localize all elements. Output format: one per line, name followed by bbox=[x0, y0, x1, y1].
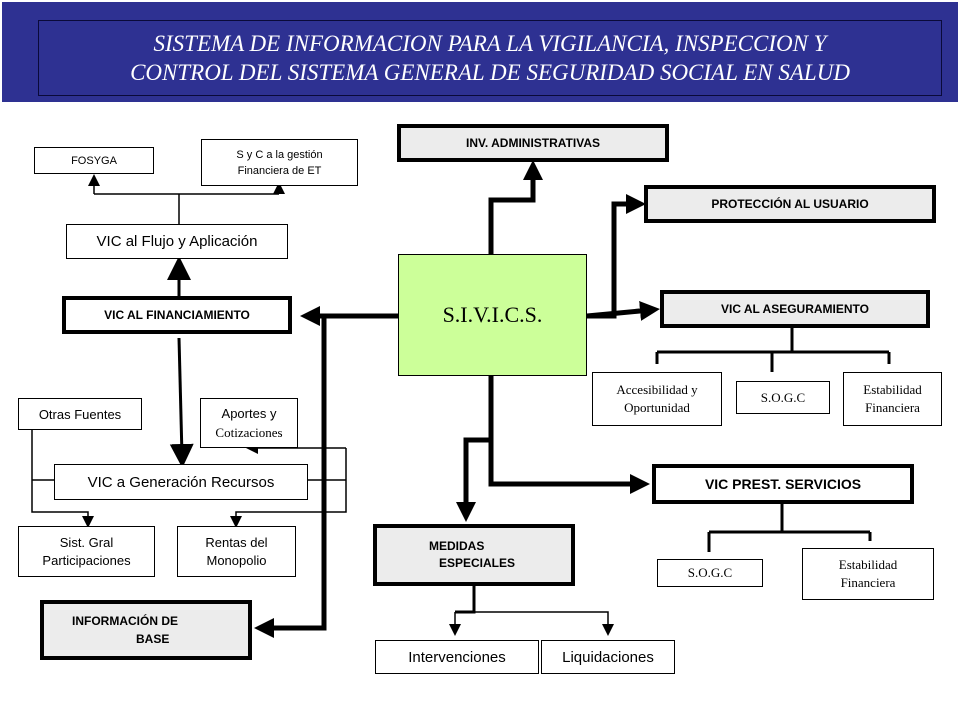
node-accesibilidad-line-2: Oportunidad bbox=[624, 400, 690, 415]
node-estabilidad-1-line-2: Financiera bbox=[865, 400, 920, 415]
node-accesibilidad-line-1: Accesibilidad y bbox=[616, 382, 698, 397]
node-sist-gral: Sist. Gral Participaciones bbox=[18, 526, 155, 577]
node-medidas-line-2: ESPECIALES bbox=[439, 556, 516, 570]
node-vic-generacion: VIC a Generación Recursos bbox=[54, 464, 308, 500]
node-info-base-line-2: BASE bbox=[136, 632, 170, 646]
line-prest-split bbox=[707, 504, 872, 552]
line-flujo-split bbox=[94, 193, 279, 224]
node-rentas: Rentas del Monopolio bbox=[177, 526, 296, 577]
node-vic-aseguramiento: VIC AL ASEGURAMIENTO bbox=[660, 290, 930, 328]
node-estabilidad-2-line-2: Financiera bbox=[840, 575, 896, 590]
node-vic-flujo: VIC al Flujo y Aplicación bbox=[66, 224, 288, 259]
node-otras-fuentes-label: Otras Fuentes bbox=[38, 406, 122, 422]
node-estabilidad-2: Estabilidad Financiera bbox=[802, 548, 934, 600]
line-to-prest bbox=[488, 376, 650, 494]
node-vic-flujo-label: VIC al Flujo y Aplicación bbox=[96, 233, 258, 250]
node-sist-gral-line-1: Sist. Gral bbox=[59, 534, 114, 550]
line-to-proteccion bbox=[587, 194, 646, 319]
node-inv-admin: INV. ADMINISTRATIVAS bbox=[397, 124, 669, 162]
node-otras-fuentes: Otras Fuentes bbox=[18, 398, 142, 430]
line-to-medidas bbox=[456, 437, 491, 522]
node-estabilidad-2-line-1: Estabilidad bbox=[838, 557, 898, 572]
node-vic-financiamiento: VIC AL FINANCIAMIENTO bbox=[62, 296, 292, 334]
title-banner: SISTEMA DE INFORMACION PARA LA VIGILANCI… bbox=[2, 2, 958, 102]
node-vic-prest-label: VIC PREST. SERVICIOS bbox=[704, 476, 862, 492]
node-aportes-line-2: Cotizaciones bbox=[215, 425, 283, 440]
node-fosyga-label: FOSYGA bbox=[71, 154, 117, 167]
line-to-inv-admin bbox=[488, 160, 543, 254]
center-sivics: S.I.V.I.C.S. bbox=[398, 254, 587, 376]
node-proteccion: PROTECCIÓN AL USUARIO bbox=[644, 185, 936, 223]
node-syc-line-2: Financiera de ET bbox=[237, 164, 322, 177]
node-sogc-1: S.O.G.C bbox=[736, 381, 830, 414]
node-vic-prest: VIC PREST. SERVICIOS bbox=[652, 464, 914, 504]
line-gen-otras bbox=[31, 430, 94, 528]
line-medidas-right bbox=[455, 611, 614, 636]
node-rentas-line-2: Monopolio bbox=[206, 552, 267, 568]
node-aportes-line-1: Aportes y bbox=[221, 406, 277, 421]
node-vic-aseguramiento-label: VIC AL ASEGURAMIENTO bbox=[720, 302, 869, 316]
node-medidas-line-1: MEDIDAS bbox=[429, 539, 485, 553]
node-liquidaciones: Liquidaciones bbox=[541, 640, 675, 674]
node-sogc-1-label: S.O.G.C bbox=[760, 389, 806, 405]
node-aportes: Aportes y Cotizaciones bbox=[200, 398, 298, 448]
node-rentas-line-1: Rentas del bbox=[205, 534, 268, 550]
line-aseg-split bbox=[655, 328, 891, 372]
node-info-base: INFORMACIÓN DE BASE bbox=[40, 600, 252, 660]
node-intervenciones: Intervenciones bbox=[375, 640, 539, 674]
node-fosyga: FOSYGA bbox=[34, 147, 154, 174]
center-label: S.I.V.I.C.S. bbox=[442, 302, 543, 327]
line-to-info-base bbox=[254, 313, 398, 638]
node-vic-generacion-label: VIC a Generación Recursos bbox=[87, 473, 275, 491]
node-liquidaciones-label: Liquidaciones bbox=[562, 648, 654, 666]
node-proteccion-label: PROTECCIÓN AL USUARIO bbox=[711, 197, 869, 211]
node-estabilidad-1-line-1: Estabilidad bbox=[863, 382, 922, 397]
node-syc: S y C a la gestión Financiera de ET bbox=[201, 139, 358, 186]
title-frame: SISTEMA DE INFORMACION PARA LA VIGILANCI… bbox=[38, 20, 942, 96]
line-to-aseguramiento bbox=[586, 300, 660, 321]
line-medidas-split bbox=[455, 586, 476, 614]
title-line-2: CONTROL DEL SISTEMA GENERAL DE SEGURIDAD… bbox=[130, 60, 850, 85]
line-fin-to-gen bbox=[169, 337, 194, 468]
node-vic-financiamiento-label: VIC AL FINANCIAMIENTO bbox=[104, 308, 250, 322]
node-sogc-2: S.O.G.C bbox=[657, 559, 763, 587]
node-sist-gral-line-2: Participaciones bbox=[42, 552, 131, 568]
node-intervenciones-label: Intervenciones bbox=[408, 648, 506, 666]
node-info-base-line-1: INFORMACIÓN DE bbox=[72, 614, 178, 628]
node-inv-admin-label: INV. ADMINISTRATIVAS bbox=[465, 136, 600, 150]
title-line-1: SISTEMA DE INFORMACION PARA LA VIGILANCI… bbox=[153, 31, 827, 56]
node-syc-line-1: S y C a la gestión bbox=[236, 148, 323, 161]
node-sogc-2-label: S.O.G.C bbox=[687, 565, 733, 580]
node-medidas: MEDIDAS ESPECIALES bbox=[373, 524, 575, 586]
node-accesibilidad: Accesibilidad y Oportunidad bbox=[592, 372, 722, 426]
node-estabilidad-1: Estabilidad Financiera bbox=[843, 372, 942, 426]
